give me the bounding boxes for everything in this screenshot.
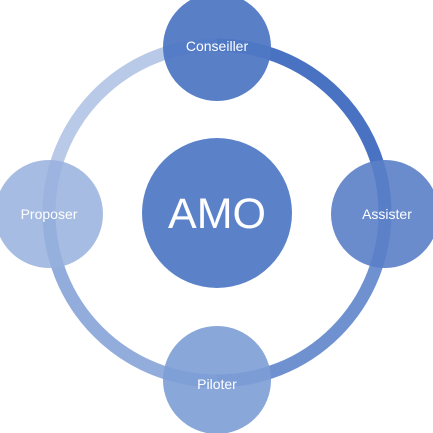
center-label: AMO	[168, 190, 266, 238]
node-assister-label: Assister	[362, 206, 412, 222]
node-piloter-label: Piloter	[197, 376, 237, 392]
node-proposer: Proposer	[0, 160, 103, 268]
node-assister: Assister	[331, 160, 433, 268]
node-assister-circle	[331, 160, 433, 268]
node-conseiller-label: Conseiller	[186, 38, 249, 54]
node-conseiller-circle	[163, 0, 271, 101]
node-piloter: Piloter	[163, 326, 271, 433]
node-conseiller: Conseiller	[163, 0, 271, 101]
node-piloter-circle	[163, 326, 271, 433]
center-node: AMO	[142, 138, 292, 288]
node-proposer-label: Proposer	[21, 206, 78, 222]
center-circle	[142, 138, 292, 288]
node-proposer-circle	[0, 160, 103, 268]
